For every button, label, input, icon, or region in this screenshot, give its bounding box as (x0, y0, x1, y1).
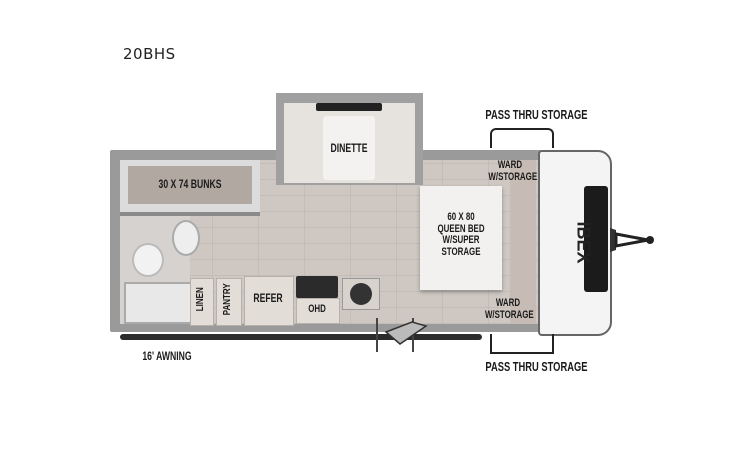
dinette-label: DINETTE (330, 141, 368, 155)
toilet-icon (172, 220, 200, 256)
pantry-label: PANTRY (221, 283, 233, 316)
front-wall (510, 160, 536, 324)
pass-thru-storage-bottom (490, 334, 554, 354)
brand-logo: IBEX (573, 221, 594, 264)
bunk-mattress (128, 166, 252, 204)
kitchen-sink-icon (342, 278, 380, 310)
pass-thru-storage-top-label: PASS THRU STORAGE (485, 107, 588, 122)
sink-icon (132, 243, 164, 277)
linen-cabinet (190, 278, 214, 326)
ward-top-label: WARD W/STORAGE (488, 159, 538, 183)
ohd-label: OHD (308, 303, 326, 315)
ward-bottom-label: WARD W/STORAGE (484, 297, 534, 321)
bed-label: 60 X 80 QUEEN BED W/SUPER STORAGE (437, 211, 485, 258)
model-name: 20BHS (123, 45, 176, 63)
refrigerator (244, 276, 294, 326)
refer-label: REFER (253, 291, 283, 305)
ohd (296, 298, 340, 324)
entry-step-icon (376, 318, 428, 352)
front-window (584, 186, 608, 292)
pantry-cabinet (216, 278, 242, 326)
stove-icon (296, 276, 338, 298)
dinette-table (323, 116, 375, 180)
dinette-window (316, 103, 382, 111)
pass-thru-storage-top (490, 128, 554, 148)
queen-bed (420, 186, 502, 290)
shower-icon (124, 282, 192, 324)
bunks-label: 30 X 74 BUNKS (158, 177, 222, 191)
awning (120, 334, 482, 340)
pass-thru-storage-bottom-label: PASS THRU STORAGE (485, 359, 588, 374)
awning-label: 16' AWNING (142, 349, 192, 363)
hitch-icon (610, 228, 654, 252)
linen-label: LINEN (194, 287, 206, 312)
